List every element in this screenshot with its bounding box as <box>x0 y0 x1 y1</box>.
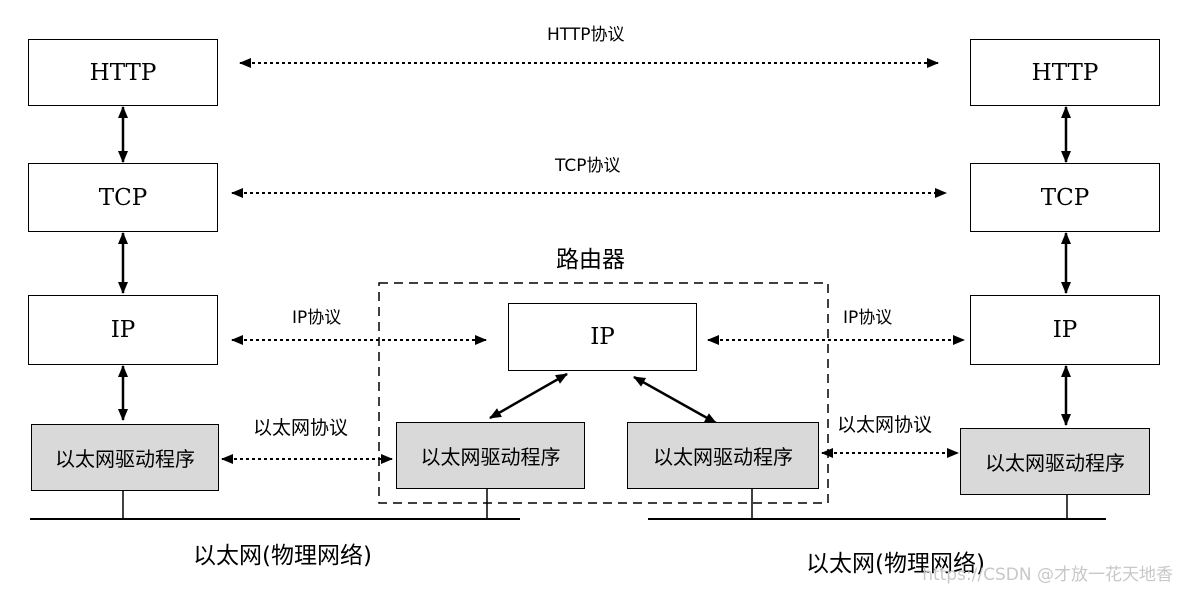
right-http-box: HTTP <box>970 39 1160 106</box>
http-protocol-label: HTTP协议 <box>547 25 625 45</box>
tcp-protocol-label: TCP协议 <box>555 156 621 176</box>
left-http-box: HTTP <box>28 39 218 106</box>
router-eth-driver-right-label: 以太网驱动程序 <box>653 445 793 469</box>
left-tcp-label: TCP <box>98 184 148 211</box>
left-http-label: HTTP <box>89 59 157 86</box>
eth-protocol-right-label: 以太网协议 <box>837 414 933 436</box>
right-tcp-label: TCP <box>1040 184 1090 211</box>
router-ip-box: IP <box>508 303 697 371</box>
left-eth-driver-label: 以太网驱动程序 <box>55 447 195 471</box>
network-left-label: 以太网(物理网络) <box>193 543 372 569</box>
left-ip-label: IP <box>110 317 136 343</box>
eth-protocol-left-label: 以太网协议 <box>253 417 349 439</box>
right-ip-box: IP <box>970 295 1160 365</box>
right-tcp-box: TCP <box>970 163 1160 232</box>
router-ip-label: IP <box>590 324 615 350</box>
watermark: https://CSDN @才放一花天地香 <box>922 565 1173 585</box>
router-eth-driver-right-box: 以太网驱动程序 <box>627 422 819 489</box>
right-ip-label: IP <box>1052 317 1078 343</box>
left-eth-driver-box: 以太网驱动程序 <box>31 424 219 491</box>
router-title: 路由器 <box>556 247 625 273</box>
arrow-router-ip-eth-right <box>633 375 717 425</box>
arrow-router-ip-eth-left <box>489 372 568 420</box>
left-ip-box: IP <box>28 295 218 365</box>
router-eth-driver-left-label: 以太网驱动程序 <box>420 445 561 469</box>
network-right-label: 以太网(物理网络) <box>806 551 985 577</box>
router-boundary <box>378 282 829 504</box>
left-tcp-box: TCP <box>28 163 218 232</box>
right-eth-driver-label: 以太网驱动程序 <box>985 451 1125 475</box>
router-eth-driver-left-box: 以太网驱动程序 <box>396 422 585 489</box>
right-eth-driver-box: 以太网驱动程序 <box>960 428 1150 495</box>
right-http-label: HTTP <box>1031 59 1099 86</box>
ip-protocol-right-label: IP协议 <box>843 308 893 328</box>
ip-protocol-left-label: IP协议 <box>292 308 342 328</box>
